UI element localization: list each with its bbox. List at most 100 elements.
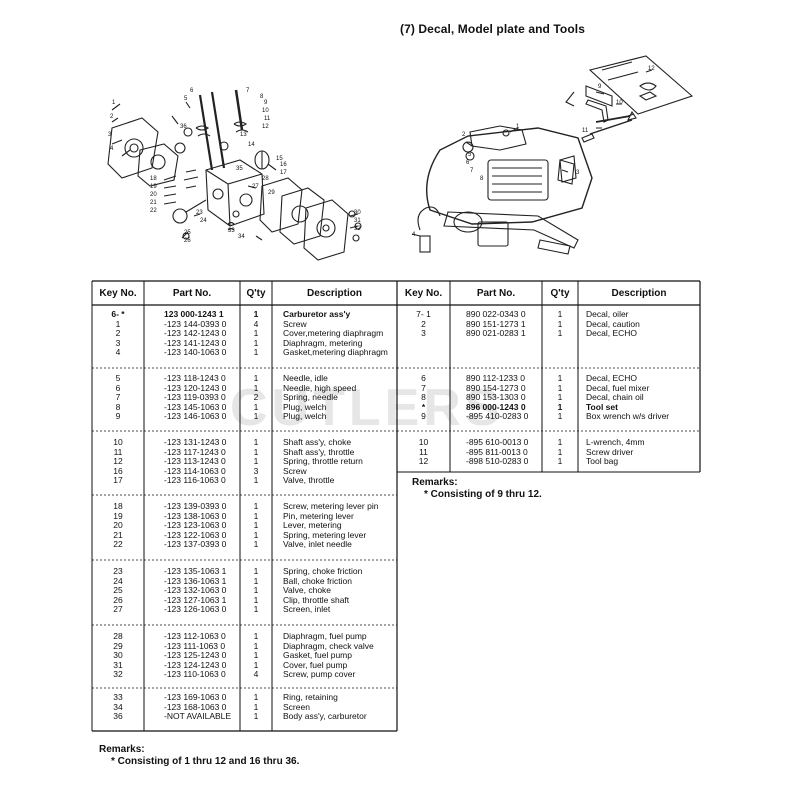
left-row-qty: 1 <box>253 501 259 511</box>
left-row-qty: 1 <box>253 692 259 702</box>
left-row-key: 6 <box>115 382 121 393</box>
carburetor-callout-label: 27 <box>252 184 259 190</box>
right-row-part: -895 811-0013 0 <box>466 446 528 457</box>
left-row-key: 18 <box>113 501 123 511</box>
left-row-part: -123 122-1063 0 <box>164 529 227 540</box>
left-row-part: -123 124-1243 0 <box>164 659 227 670</box>
left-row-desc: Screw <box>283 465 307 476</box>
right-row-part: 890 021-0283 1 <box>466 328 526 339</box>
left-row-part: -123 135-1063 1 <box>164 566 227 576</box>
left-row-qty: 1 <box>253 382 259 393</box>
left-row-qty: 1 <box>253 566 259 576</box>
left-row-desc: Screw, metering lever pin <box>283 501 379 511</box>
carburetor-callout-label: 15 <box>276 156 283 162</box>
carburetor-callout-label: 20 <box>150 192 157 198</box>
left-row-desc: Plug, welch <box>283 401 327 412</box>
carburetor-callout-label: 17 <box>280 170 287 176</box>
carburetor-callout-label: 23 <box>196 210 203 216</box>
left-row-qty: 3 <box>253 465 259 476</box>
left-row-qty: 1 <box>253 373 259 383</box>
left-row-key: 24 <box>113 575 123 586</box>
left-row-desc: Valve, throttle <box>283 475 335 486</box>
left-row-desc: Needle, idle <box>283 373 328 383</box>
left-row-desc: Gasket, fuel pump <box>283 650 352 661</box>
carburetor-callout-label: 30 <box>354 210 361 216</box>
left-row-qty: 1 <box>253 659 259 670</box>
right-row-part: 890 154-1273 0 <box>466 382 526 393</box>
carburetor-callout-label: 19 <box>150 184 157 190</box>
right-row-part: 896 000-1243 0 <box>466 401 526 412</box>
chainsaw-callout-label: 3 <box>576 170 580 176</box>
carburetor-callout-label: 5 <box>184 96 188 102</box>
carburetor-callout-label: 2 <box>110 114 114 120</box>
right-row-qty: 1 <box>557 382 563 393</box>
right-header-key: Key No. <box>404 288 443 299</box>
left-row-part: 123 000-1243 1 <box>164 309 224 319</box>
left-row-qty: 2 <box>253 392 259 403</box>
left-row-desc: Carburetor ass'y <box>283 309 351 319</box>
left-row-desc: Body ass'y, carburetor <box>283 711 367 722</box>
carburetor-callout-label: 35 <box>236 166 243 172</box>
left-row-key: 8 <box>115 401 121 412</box>
left-row-qty: 1 <box>253 604 259 615</box>
right-row-desc: L-wrench, 4mm <box>586 437 645 447</box>
left-row-qty: 1 <box>253 631 259 641</box>
right-header-part: Part No. <box>476 288 516 299</box>
left-row-qty: 1 <box>253 411 259 422</box>
left-row-qty: 1 <box>253 539 259 550</box>
left-row-desc: Cover, fuel pump <box>283 659 348 670</box>
left-row-qty: 1 <box>253 529 259 540</box>
right-row-key: 2 <box>421 318 426 329</box>
left-row-part: -123 123-1063 0 <box>164 520 227 531</box>
left-row-qty: 1 <box>253 585 259 596</box>
left-row-part: -123 137-0393 0 <box>164 539 227 550</box>
left-row-part: -123 131-1243 0 <box>164 437 227 447</box>
left-row-part: -123 118-1243 0 <box>164 373 226 383</box>
left-row-part: -123 169-1063 0 <box>164 692 227 702</box>
right-row-qty: 1 <box>557 437 563 447</box>
left-row-part: -123 120-1243 0 <box>164 382 227 393</box>
right-remarks-title: Remarks: <box>412 477 458 488</box>
left-row-key: 30 <box>113 650 123 661</box>
left-row-qty: 1 <box>253 347 259 358</box>
right-row-qty: 1 <box>557 411 563 422</box>
left-row-key: 22 <box>113 539 123 550</box>
left-row-key: 34 <box>113 701 123 712</box>
left-row-qty: 4 <box>253 318 259 329</box>
left-header-part: Part No. <box>172 288 212 299</box>
left-row-desc: Shaft ass'y, throttle <box>283 446 355 457</box>
right-row-key: 7- 1 <box>416 309 431 319</box>
left-row-desc: Diaphragm, check valve <box>283 640 374 651</box>
left-row-qty: 1 <box>253 520 259 531</box>
section-title: (7) Decal, Model plate and Tools <box>400 22 586 36</box>
right-row-qty: 1 <box>557 401 563 412</box>
left-row-desc: Spring, metering lever <box>283 529 367 540</box>
carburetor-callout-label: 21 <box>150 200 157 206</box>
right-row-desc: Tool bag <box>586 456 619 467</box>
bottom-remarks-title: Remarks: <box>99 744 145 755</box>
right-row-part: 890 153-1303 0 <box>466 392 526 403</box>
right-header-desc: Description <box>611 288 667 299</box>
carburetor-callout-label: 9 <box>264 100 268 106</box>
left-row-desc: Shaft ass'y, choke <box>283 437 352 447</box>
right-row-key: 9 <box>421 411 426 422</box>
left-row-desc: Screen <box>283 701 310 712</box>
left-row-qty: 1 <box>253 337 259 348</box>
carburetor-callout-label: 10 <box>262 108 269 114</box>
left-row-part: -123 117-1243 0 <box>164 446 226 457</box>
carburetor-callout-label: 18 <box>150 176 157 182</box>
left-row-desc: Plug, welch <box>283 411 327 422</box>
right-row-key: 11 <box>419 446 428 457</box>
left-row-desc: Lever, metering <box>283 520 342 531</box>
carburetor-diagram <box>107 89 362 261</box>
left-row-desc: Needle, high speed <box>283 382 357 393</box>
right-row-part: -898 510-0283 0 <box>466 456 529 467</box>
left-row-desc: Gasket,metering diaphragm <box>283 347 388 358</box>
left-row-part: -123 140-1063 0 <box>164 347 227 358</box>
carburetor-callout-label: 26 <box>184 238 191 244</box>
left-row-key: 6- * <box>111 309 125 319</box>
left-row-desc: Ball, choke friction <box>283 575 352 586</box>
left-row-part: -123 144-0393 0 <box>164 318 227 329</box>
parts-table-frame <box>91 280 701 732</box>
carburetor-callout-label: 7 <box>246 88 250 94</box>
